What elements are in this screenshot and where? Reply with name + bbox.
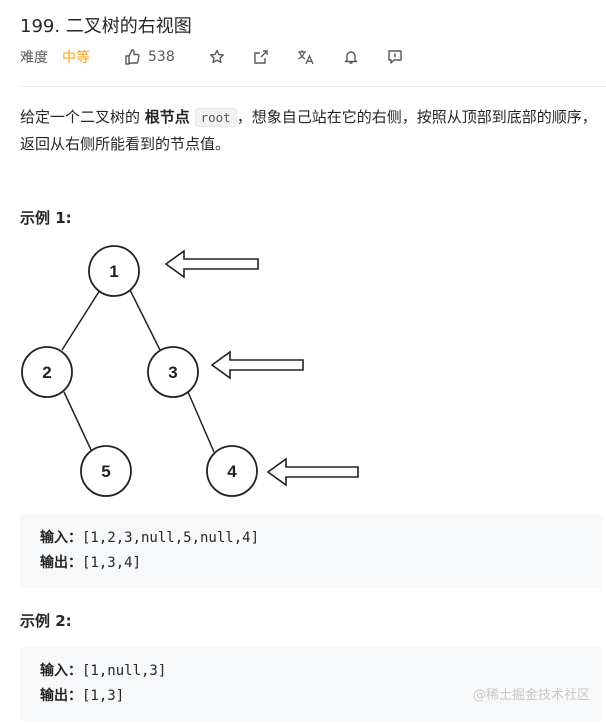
edge-1-2 [61,289,101,351]
share-button[interactable] [253,49,269,65]
example-1-input-row: 输入：[1,2,3,null,5,null,4] [40,526,602,551]
edge-3-4 [187,391,215,453]
share-icon [254,50,268,64]
example-1-codebox: 输入：[1,2,3,null,5,null,4] 输出：[1,3,4] [20,514,602,588]
tree-node-2 [21,346,73,398]
desc-text: 给定一个二叉树的 [20,108,145,126]
input-label: 输入： [40,663,82,679]
difficulty-badge: 中等 [62,50,90,66]
difficulty-label: 难度 [20,50,48,66]
watermark: @稀土掘金技术社区 [472,688,590,703]
desc-text-rest: ，想象自己站在它的右侧，按照从顶部到底部的顺序，返回从右侧所能看到的节点值。 [20,108,597,153]
tree-node-label-2: 2 [42,363,51,382]
example-1-output-row: 输出：[1,3,4] [40,551,602,576]
output-label: 输出： [40,688,82,704]
bell-icon [344,51,357,64]
translate-button[interactable] [297,49,315,65]
problem-title: 199. 二叉树的右视图 [20,16,192,37]
edge-1-3 [129,289,161,351]
example-2-title: 示例 2: [20,612,72,630]
example-2-input-row: 输入：[1,null,3] [40,659,602,684]
edge-2-5 [63,391,93,453]
tree-node-label-3: 3 [168,363,177,382]
tree-node-5 [80,445,132,497]
arrow-icon [266,457,359,487]
subscribe-button[interactable] [343,49,359,65]
problem-meta-bar: 难度 中等 538 [20,46,403,68]
output-label: 输出： [40,555,82,571]
example-2-input: [1,null,3] [82,663,167,679]
divider [20,86,606,87]
like-count: 538 [148,49,175,65]
tree-node-4 [206,445,258,497]
example-2-codebox: 输入：[1,null,3] 输出：[1,3] [20,647,602,721]
star-icon [209,49,224,64]
tree-node-label-4: 4 [227,462,237,481]
arrow-icon [210,350,304,380]
feedback-icon [388,50,402,64]
like-button[interactable]: 538 [124,49,175,65]
example-1-title: 示例 1: [20,209,72,227]
tree-node-3 [147,346,199,398]
problem-description: 给定一个二叉树的 根节点 root，想象自己站在它的右侧，按照从顶部到底部的顺序… [20,104,600,157]
tree-node-label-1: 1 [109,262,118,281]
example-1-tree-diagram: 1 2 3 5 4 [21,245,359,497]
thumbs-up-icon [125,49,140,65]
input-label: 输入： [40,530,82,546]
tree-node-label-5: 5 [101,462,110,481]
arrow-icon [164,249,259,279]
example-2-output: [1,3] [82,688,125,704]
example-1-output: [1,3,4] [82,555,142,571]
example-2-output-row: 输出：[1,3] [40,684,602,709]
star-button[interactable] [209,49,225,65]
desc-code-root: root [194,108,237,127]
desc-bold-root-node: 根节点 [144,108,190,126]
tree-node-1 [88,245,140,297]
feedback-button[interactable] [387,49,403,65]
translate-icon [297,50,314,65]
example-1-input: [1,2,3,null,5,null,4] [82,530,260,546]
